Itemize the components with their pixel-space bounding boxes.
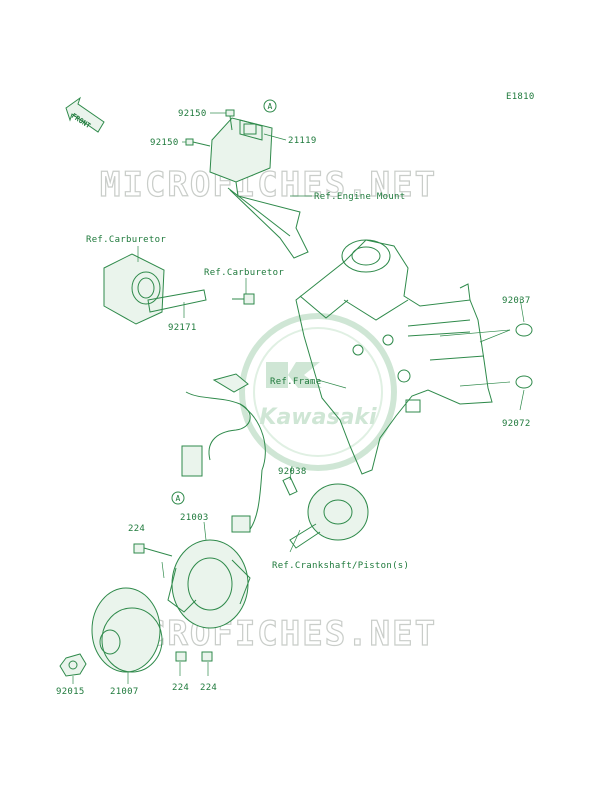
stator-21003 xyxy=(167,539,251,629)
label-ref-engine-mount: Ref.Engine Mount xyxy=(314,192,406,202)
callout-a-top: A xyxy=(263,99,277,113)
flywheel-ref xyxy=(282,476,369,549)
circlip-92072 xyxy=(515,375,533,389)
label-ref-crankshaft: Ref.Crankshaft/Piston(s) xyxy=(272,561,409,571)
bolt-carburetor xyxy=(232,293,255,305)
leader-lines xyxy=(72,112,525,684)
label-92015: 92015 xyxy=(56,687,85,697)
label-ref-carburetor-2: Ref.Carburetor xyxy=(204,268,284,278)
nut-92015 xyxy=(59,653,87,677)
label-92150-mid: 92150 xyxy=(150,138,179,148)
bolt-224-bottom-1 xyxy=(175,651,187,662)
label-92072: 92072 xyxy=(502,419,531,429)
label-21007: 21007 xyxy=(110,687,139,697)
cdi-unit xyxy=(209,117,309,259)
watermark-top: MICROFICHES.NET xyxy=(100,165,437,205)
circlip-92037 xyxy=(515,323,533,337)
label-224-bottom-1: 224 xyxy=(172,683,189,693)
kawasaki-logo: Kawasaki xyxy=(239,313,397,471)
wiring-harness xyxy=(181,373,266,533)
bolt-224-left xyxy=(133,543,173,557)
bolt-224-bottom-2 xyxy=(201,651,213,662)
svg-text:A: A xyxy=(175,494,180,503)
label-92150-top: 92150 xyxy=(178,109,207,119)
label-21003: 21003 xyxy=(180,513,209,523)
label-92171: 92171 xyxy=(168,323,197,333)
label-92037: 92037 xyxy=(502,296,531,306)
label-224-left: 224 xyxy=(128,524,145,534)
bolt-92150-mid xyxy=(185,138,211,147)
diagram-code: E1810 xyxy=(506,92,535,102)
label-92038: 92038 xyxy=(278,467,307,477)
carburetor-holder xyxy=(103,253,207,325)
label-ref-carburetor-1: Ref.Carburetor xyxy=(86,235,166,245)
label-224-bottom-2: 224 xyxy=(200,683,217,693)
callout-a-bottom: A xyxy=(171,491,185,505)
front-arrow-icon: FRONT xyxy=(65,96,105,133)
label-21119: 21119 xyxy=(288,136,317,146)
rotor-21007 xyxy=(91,587,163,673)
svg-text:A: A xyxy=(267,102,272,111)
frame xyxy=(295,239,493,475)
label-ref-frame: Ref.Frame xyxy=(270,377,321,387)
logo-text: Kawasaki xyxy=(259,405,377,430)
